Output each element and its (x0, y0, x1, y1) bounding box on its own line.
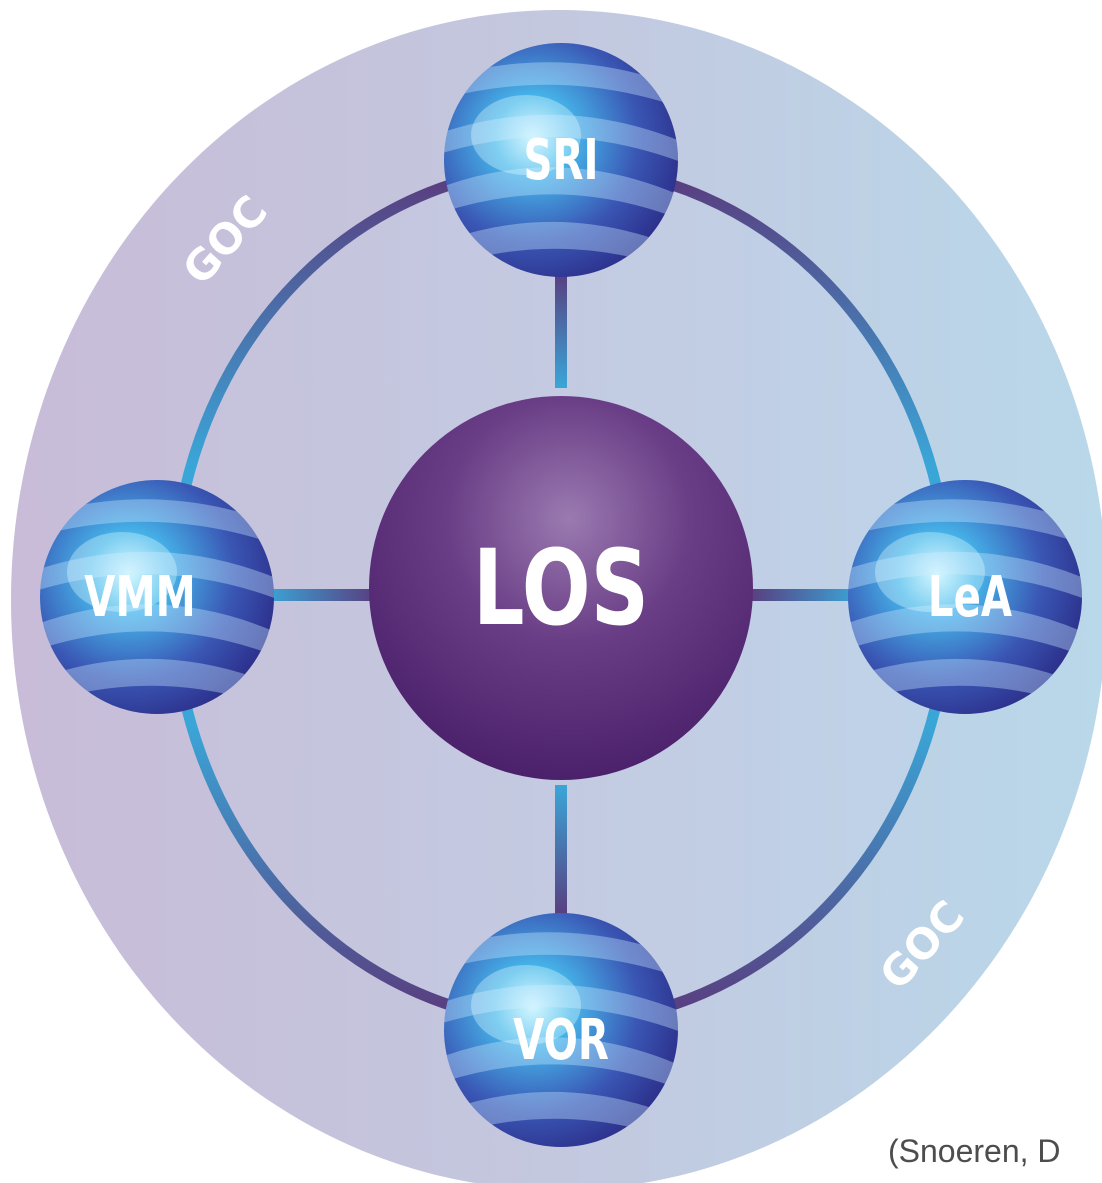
node-label-right: LeA (928, 564, 1012, 629)
citation-text: (Snoeren, D (888, 1133, 1061, 1169)
spoke-right (745, 589, 860, 601)
center-label: LOS (473, 527, 649, 649)
node-label-left: VMM (84, 564, 195, 629)
center-sphere-los (369, 396, 753, 780)
spoke-bottom (555, 785, 567, 920)
spoke-top (555, 268, 567, 388)
spoke-left (265, 589, 380, 601)
node-label-bottom: VOR (513, 1007, 609, 1072)
node-label-top: SRI (523, 127, 598, 192)
